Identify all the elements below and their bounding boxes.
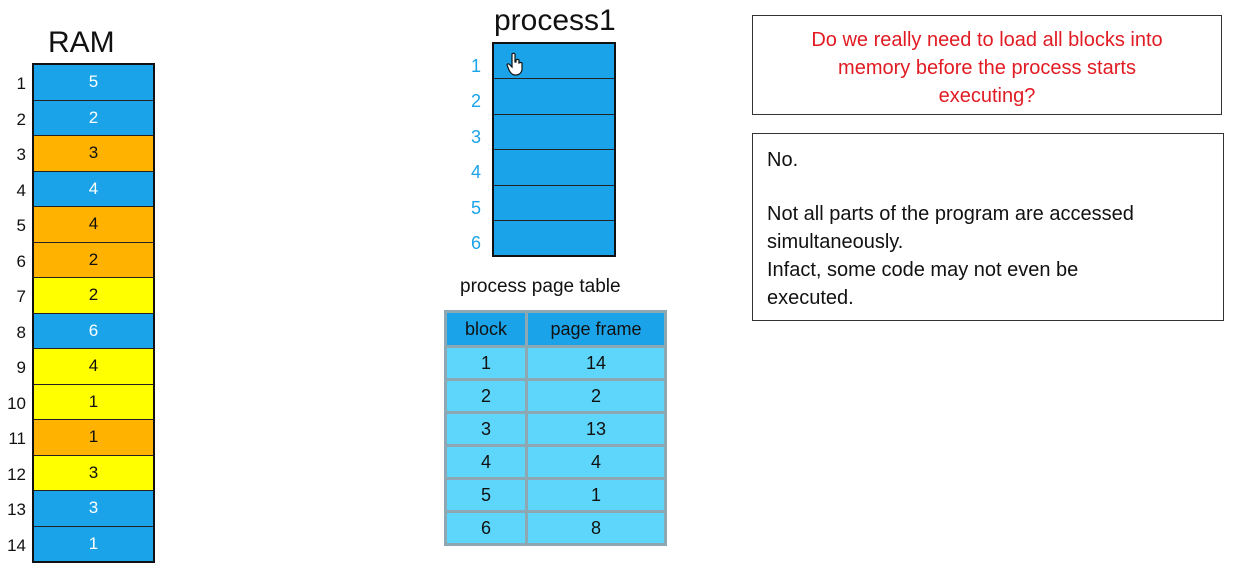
- question-text: Do we really need to load all blocks int…: [753, 16, 1221, 110]
- question-line: memory before the process starts: [838, 57, 1136, 79]
- answer-box: No. Not all parts of the program are acc…: [752, 133, 1224, 321]
- page-table-frame-cell: 2: [525, 378, 667, 414]
- ram-slot: 2: [34, 278, 153, 314]
- ram-slot: 2: [34, 242, 153, 278]
- answer-line: executed.: [767, 287, 854, 309]
- page-table-block-cell: 5: [444, 477, 528, 513]
- ram-slot-index: 3: [16, 145, 26, 164]
- ram-slot-index: 14: [7, 535, 26, 555]
- ram-slot-index: 2: [16, 109, 26, 129]
- ram-slot-index: 12: [7, 464, 26, 484]
- question-line: Do we really need to load all blocks int…: [811, 29, 1163, 51]
- ram-slot-index: 5: [16, 216, 26, 235]
- page-table-header-block: block: [444, 310, 528, 348]
- hand-pointer-icon: [506, 52, 523, 76]
- ram-slot-index: 1: [16, 74, 26, 93]
- process-block-index-column: 1 2 3 4 5 6: [460, 48, 492, 260]
- process-title: process1: [494, 4, 616, 37]
- process-block-index: 5: [470, 197, 481, 218]
- page-table-frame-cell: 13: [525, 411, 667, 447]
- ram-slot: 4: [34, 171, 153, 207]
- process-block: [494, 114, 614, 151]
- ram-slot: 1: [34, 526, 153, 561]
- ram-slot: 3: [34, 136, 153, 172]
- process-block-index: 3: [470, 126, 481, 147]
- ram-slot-index: 10: [7, 393, 26, 413]
- answer-line: Not all parts of the program are accesse…: [767, 203, 1134, 225]
- ram-slot: 5: [34, 65, 153, 101]
- process-block-index: 2: [470, 91, 481, 112]
- ram-title: RAM: [48, 26, 115, 59]
- ram-slot-index: 8: [16, 322, 26, 342]
- page-table-block-cell: 3: [444, 411, 528, 447]
- answer-line: simultaneously.: [767, 231, 904, 253]
- question-line: executing?: [938, 85, 1036, 107]
- ram-slot: 3: [34, 455, 153, 491]
- page-table-frame-cell: 8: [525, 510, 667, 546]
- page-table-header-page-frame: page frame: [525, 310, 667, 348]
- ram-slot-index: 11: [8, 429, 26, 448]
- page-table-caption: process page table: [460, 276, 621, 297]
- process-block-index: 6: [470, 232, 481, 253]
- process-block: [494, 220, 614, 256]
- process-block: [494, 150, 614, 186]
- ram-slot: 1: [34, 384, 153, 420]
- page-table-frame-cell: 1: [525, 477, 667, 513]
- page-table-frame-cell: 4: [525, 444, 667, 480]
- ram-slot-index: 6: [16, 251, 26, 271]
- page-table-block-cell: 4: [444, 444, 528, 480]
- ram-slot: 1: [34, 420, 153, 456]
- ram-slot-index: 9: [16, 358, 26, 377]
- page-table-block-cell: 2: [444, 378, 528, 414]
- ram-slot: 6: [34, 313, 153, 349]
- process-block-index: 1: [470, 56, 481, 76]
- page-table-block-cell: 6: [444, 510, 528, 546]
- ram-slot-index: 13: [7, 500, 26, 519]
- process-block-index: 4: [470, 162, 481, 183]
- ram-slot: 4: [34, 349, 153, 385]
- ram-slot: 2: [34, 100, 153, 136]
- process-block: [494, 79, 614, 115]
- ram-slot-index: 7: [16, 287, 26, 306]
- answer-line: No.: [767, 149, 799, 171]
- page-table-header-row: block page frame: [444, 310, 667, 348]
- process-block: [494, 185, 614, 221]
- page-table-frame-cell: 14: [525, 345, 667, 381]
- ram-slot-index: 4: [16, 180, 26, 200]
- page-table-block-cell: 1: [444, 345, 528, 381]
- answer-line: Infact, some code may not even be: [767, 259, 1079, 281]
- ram-slot: 3: [34, 491, 153, 527]
- question-box: Do we really need to load all blocks int…: [752, 15, 1222, 115]
- ram-slot: 4: [34, 207, 153, 243]
